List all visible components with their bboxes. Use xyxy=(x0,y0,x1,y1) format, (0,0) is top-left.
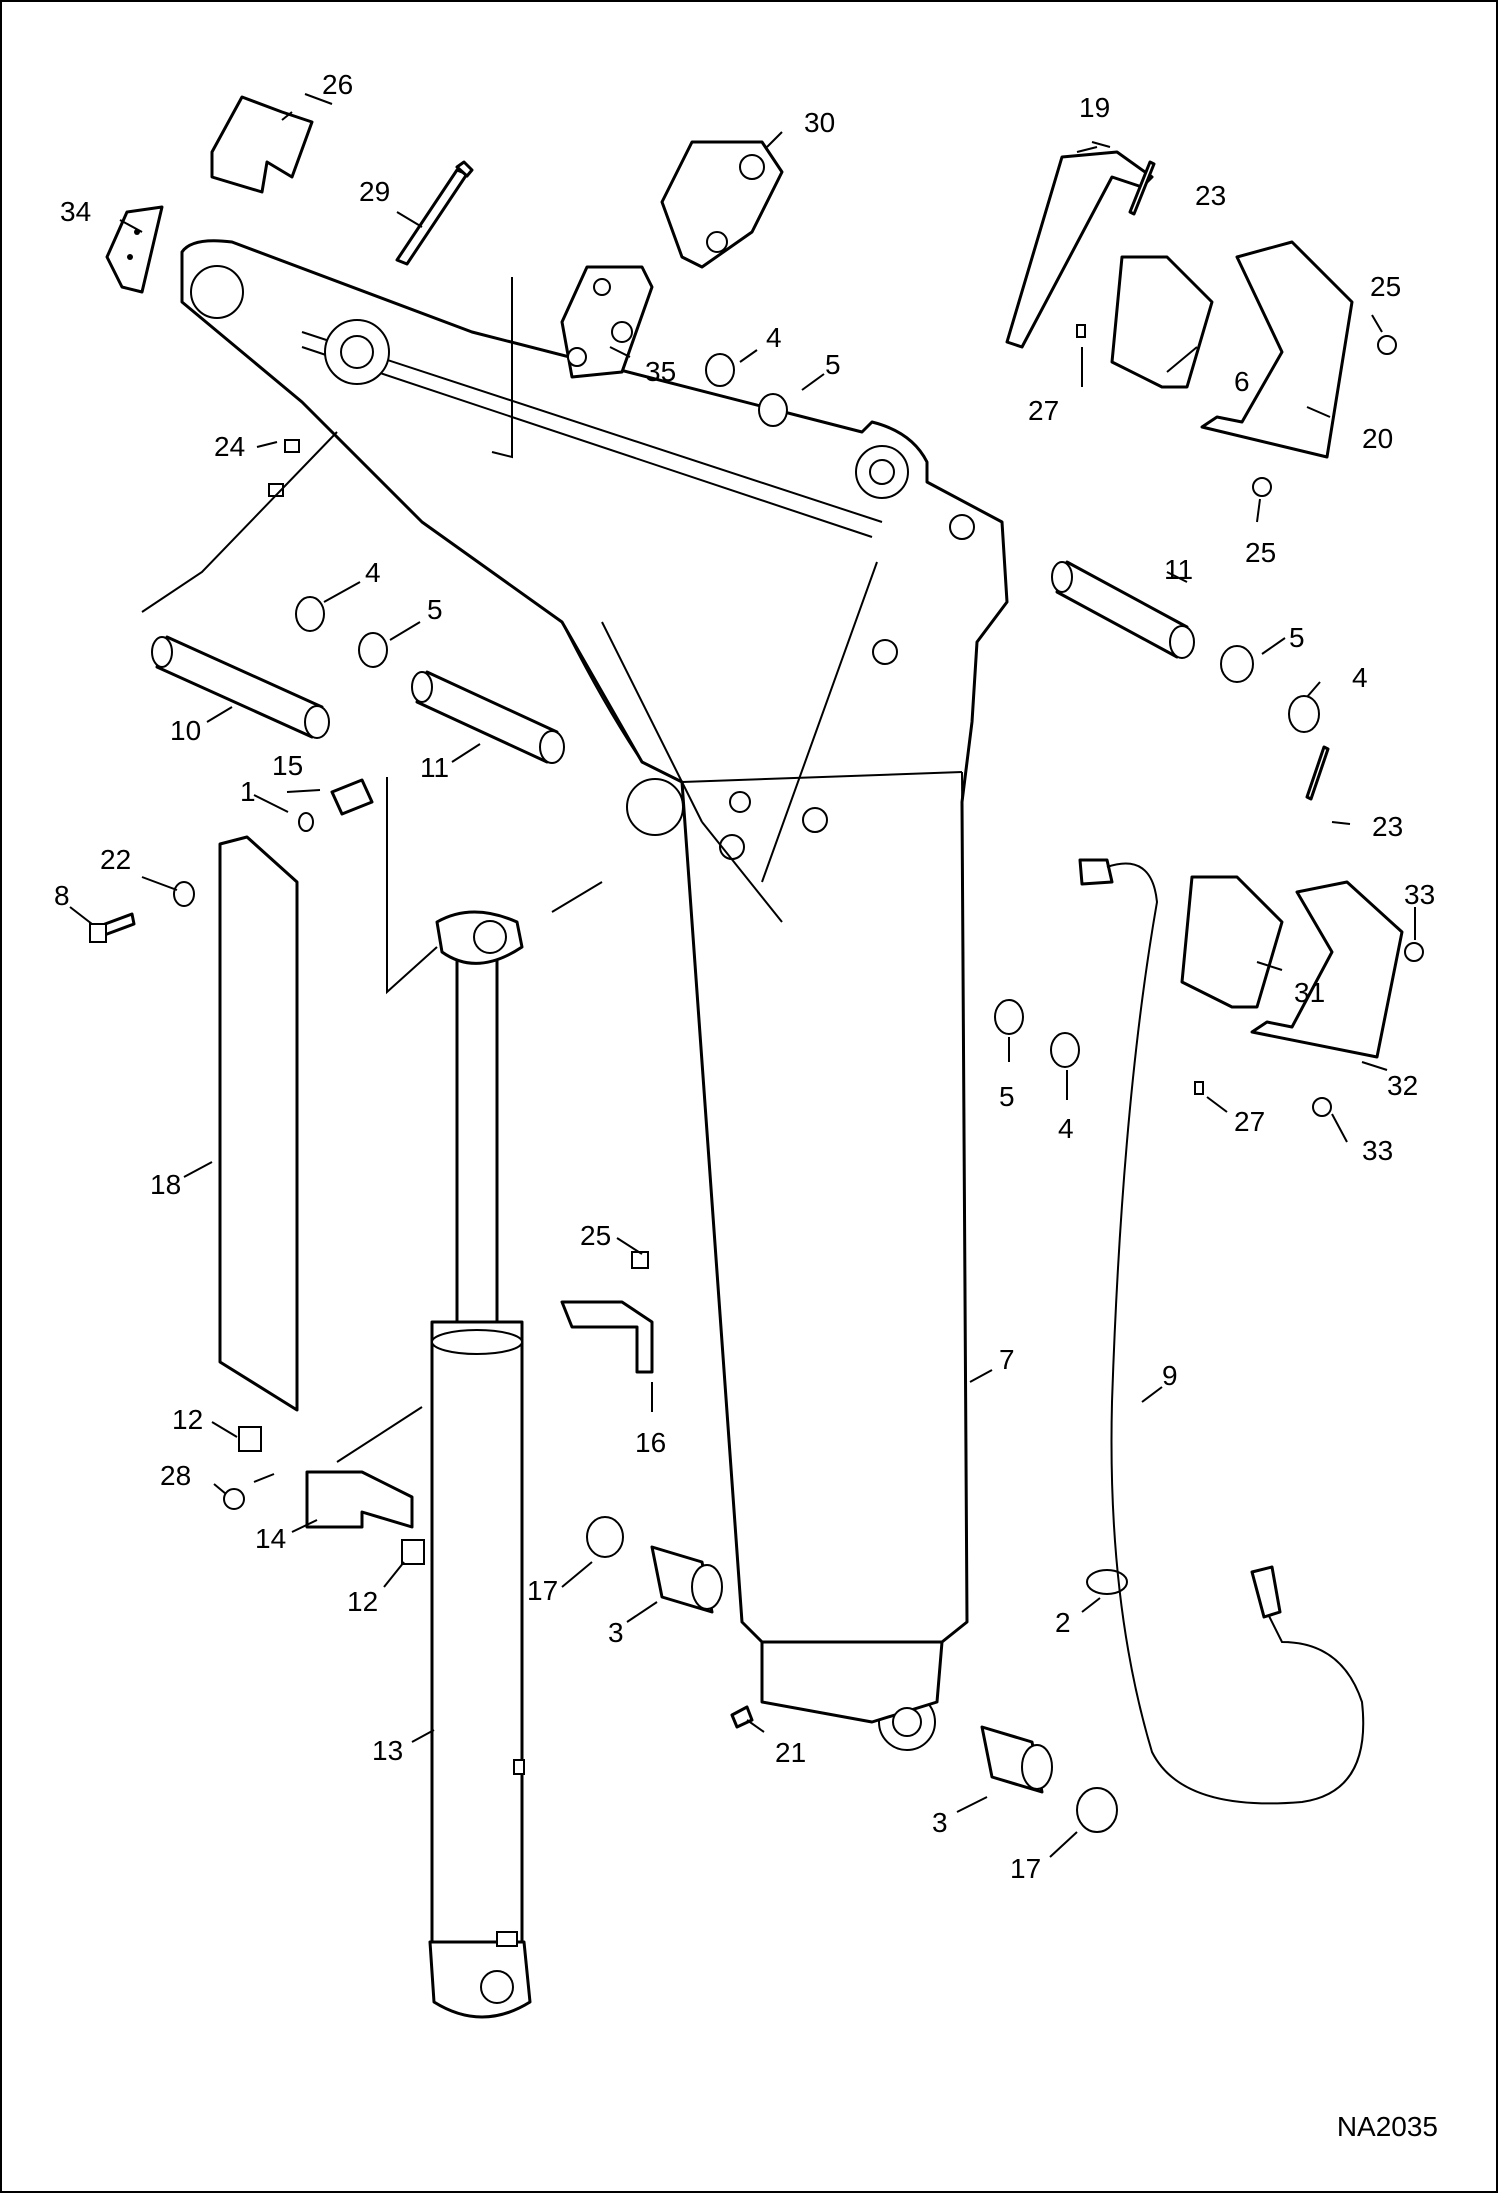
part-31-connector xyxy=(1078,858,1114,886)
callout-5-top: 5 xyxy=(825,349,841,380)
part-4-ring-left xyxy=(295,596,325,632)
part-16-bracket xyxy=(560,1300,654,1374)
part-19-bracket xyxy=(1005,150,1154,349)
callout-22: 22 xyxy=(100,844,131,875)
part-13-cylinder xyxy=(428,910,532,2019)
part-33-bolt-b xyxy=(1312,1097,1332,1117)
part-5-shim-lower xyxy=(994,999,1024,1035)
callout-2: 2 xyxy=(1055,1607,1071,1638)
callout-11-right: 11 xyxy=(1164,554,1193,585)
callout-29: 29 xyxy=(359,176,390,207)
callout-21: 21 xyxy=(775,1737,806,1768)
callout-11-left: 11 xyxy=(420,752,449,783)
part-5-shim-left xyxy=(358,632,388,668)
callout-19: 19 xyxy=(1079,92,1110,123)
part-23-pin-top xyxy=(1128,160,1156,216)
callout-20: 20 xyxy=(1362,423,1393,454)
part-17-ring-left xyxy=(586,1516,624,1558)
callout-28: 28 xyxy=(160,1460,191,1491)
callout-7: 7 xyxy=(999,1344,1015,1375)
callout-17-right: 17 xyxy=(1010,1853,1041,1884)
callout-5-right: 5 xyxy=(1289,622,1305,653)
leader-lines xyxy=(69,93,1416,1858)
callout-30: 30 xyxy=(804,107,835,138)
part-5-shim-top xyxy=(758,393,788,427)
part-27-screw-b xyxy=(1194,1081,1204,1095)
part-22-washer xyxy=(173,881,195,907)
callout-10: 10 xyxy=(170,715,201,746)
callout-6: 6 xyxy=(1234,366,1250,397)
part-11-pin-left xyxy=(415,670,559,764)
part-26-bracket xyxy=(210,95,314,194)
callout-8: 8 xyxy=(54,880,70,911)
part-29-pin xyxy=(395,168,469,266)
callout-labels: 26 34 29 30 35 24 4 5 4 5 10 11 15 1 22 … xyxy=(54,69,1435,1884)
callout-1: 1 xyxy=(240,776,256,807)
callout-24: 24 xyxy=(214,431,245,462)
callout-15: 15 xyxy=(272,750,303,781)
part-33-bolt-a xyxy=(1404,942,1424,962)
part-20-housing xyxy=(1200,240,1354,459)
callout-33-lower: 33 xyxy=(1362,1135,1393,1166)
callout-26: 26 xyxy=(322,69,353,100)
callout-5-lower: 5 xyxy=(999,1081,1015,1112)
callout-3-right: 3 xyxy=(932,1807,948,1838)
drawing-code: NA2035 xyxy=(1336,2111,1438,2142)
callout-23-top: 23 xyxy=(1195,180,1226,211)
callout-33-top: 33 xyxy=(1404,879,1435,910)
callout-25-mid: 25 xyxy=(1245,537,1276,568)
part-24-key-a xyxy=(284,439,300,453)
part-25-bolt-b xyxy=(1252,477,1272,497)
callout-34: 34 xyxy=(60,196,91,227)
callout-13: 13 xyxy=(372,1735,403,1766)
callout-5-left: 5 xyxy=(427,594,443,625)
callout-3-left: 3 xyxy=(608,1617,624,1648)
part-12-block-b xyxy=(401,1539,425,1565)
callout-4-left: 4 xyxy=(365,557,381,588)
part-35-plate xyxy=(560,265,654,379)
part-6-light xyxy=(1110,255,1214,389)
callout-12-top: 12 xyxy=(172,1404,203,1435)
callout-32: 32 xyxy=(1387,1070,1418,1101)
callout-35: 35 xyxy=(645,356,676,387)
part-27-screw-a xyxy=(1076,324,1086,338)
callout-4-right: 4 xyxy=(1352,662,1368,693)
part-1-washer xyxy=(298,812,314,832)
part-32-housing xyxy=(1250,880,1404,1059)
part-12-block-a xyxy=(238,1426,262,1452)
callout-31: 31 xyxy=(1294,977,1325,1008)
part-23-pin-lower xyxy=(1305,745,1330,801)
callout-23-lower: 23 xyxy=(1372,811,1403,842)
part-4-ring-lower xyxy=(1050,1032,1080,1068)
callout-25-top: 25 xyxy=(1370,271,1401,302)
callout-18: 18 xyxy=(150,1169,181,1200)
callout-14: 14 xyxy=(255,1523,286,1554)
part-15-spacer xyxy=(330,778,374,816)
boom-arm xyxy=(180,239,1009,1751)
part-5-shim-right xyxy=(1220,645,1254,683)
part-4-ring-top xyxy=(705,353,735,387)
part-34-plate xyxy=(105,205,164,294)
part-25-bolt-a xyxy=(1377,335,1397,355)
part-9-harness xyxy=(1106,862,1365,1805)
callout-9: 9 xyxy=(1162,1360,1178,1391)
part-21-fitting xyxy=(730,1705,754,1729)
callout-17-left: 17 xyxy=(527,1575,558,1606)
part-17-ring-right xyxy=(1076,1787,1118,1833)
callout-16: 16 xyxy=(635,1427,666,1458)
part-28-nut xyxy=(223,1488,245,1510)
part-14-bracket xyxy=(305,1470,414,1529)
part-18-plate xyxy=(218,835,299,1412)
callout-4-lower: 4 xyxy=(1058,1113,1074,1144)
callout-4-top: 4 xyxy=(766,322,782,353)
part-2-clip xyxy=(1086,1569,1128,1595)
part-4-ring-right xyxy=(1288,695,1320,733)
callout-12-lower: 12 xyxy=(347,1586,378,1617)
part-31-light xyxy=(1180,875,1284,1009)
callout-27-top: 27 xyxy=(1028,395,1059,426)
callout-27-lower: 27 xyxy=(1234,1106,1265,1137)
callout-25-lower: 25 xyxy=(580,1220,611,1251)
